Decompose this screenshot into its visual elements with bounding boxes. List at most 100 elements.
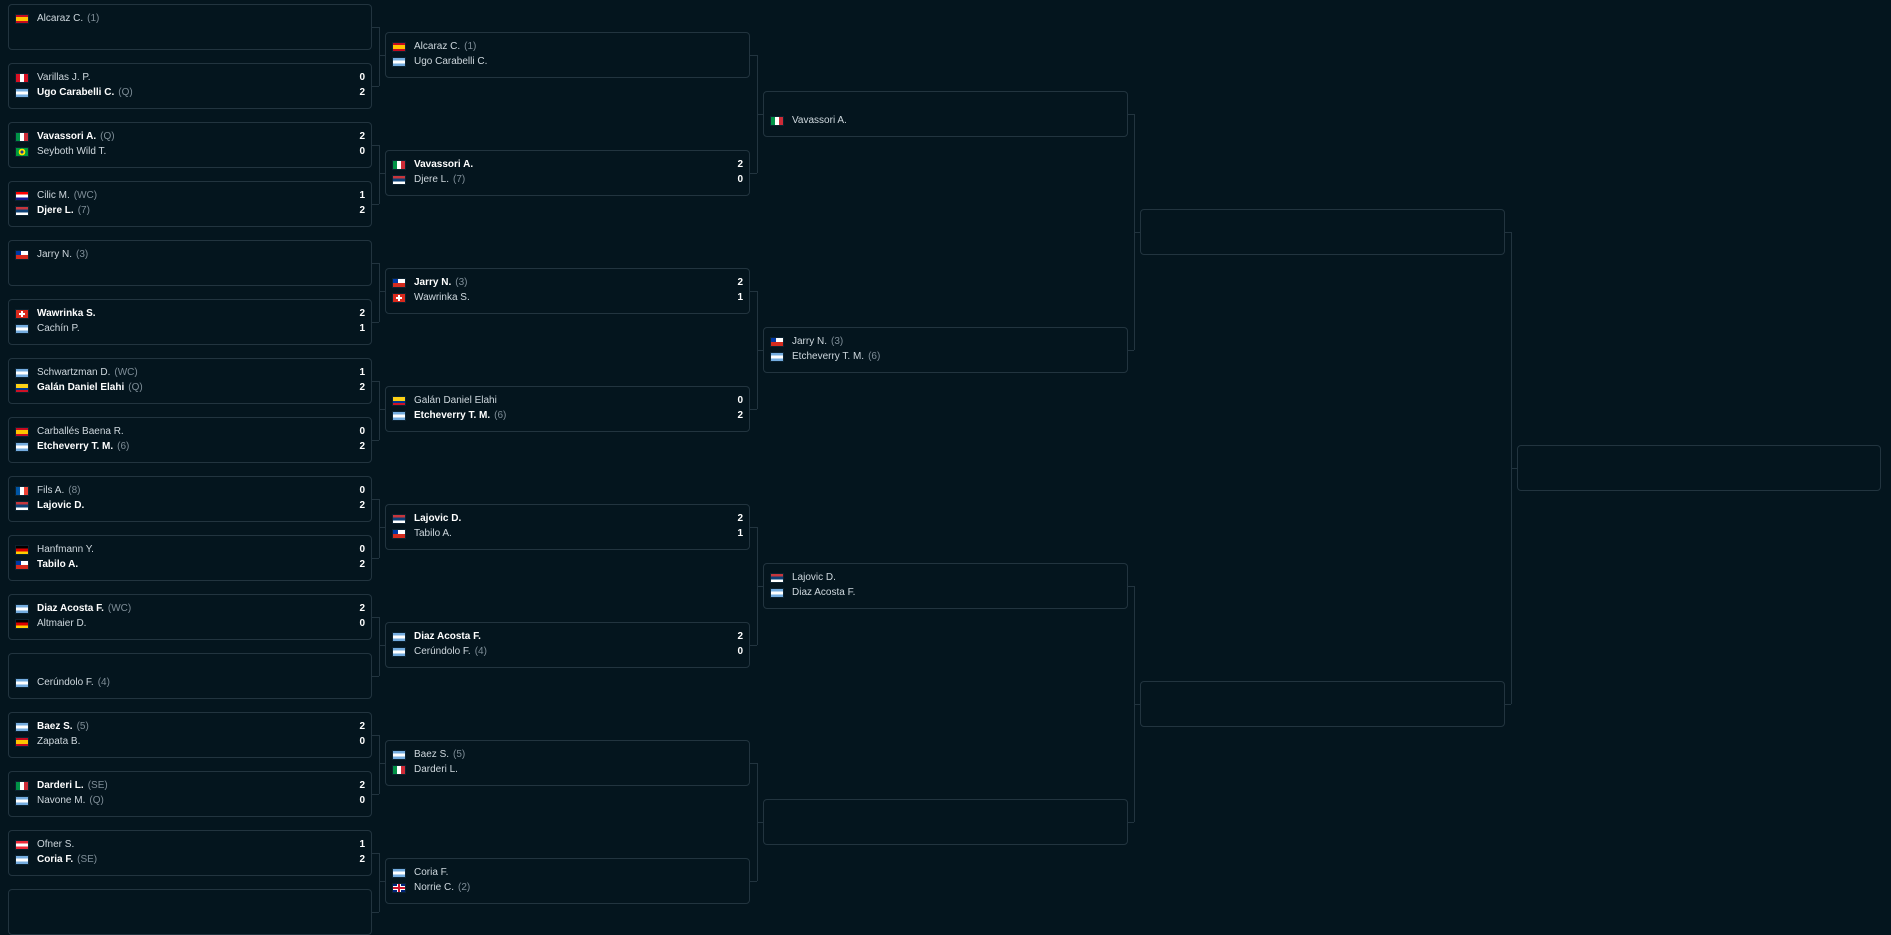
player-row[interactable] — [1141, 688, 1504, 704]
player-name-text: Wawrinka S. — [414, 292, 470, 303]
round-1-match[interactable] — [8, 889, 372, 935]
player-row[interactable] — [1518, 467, 1880, 483]
player-row[interactable]: Coria F. — [386, 865, 749, 881]
player-row[interactable]: Baez S.(5)2 — [9, 719, 371, 735]
quarterfinals-match[interactable] — [763, 799, 1128, 845]
player-row[interactable]: Jarry N.(3)2 — [386, 275, 749, 291]
semifinals-match[interactable] — [1140, 681, 1505, 727]
quarterfinals-match[interactable]: Jarry N.(3)Etcheverry T. M.(6) — [763, 327, 1128, 373]
player-row[interactable] — [1518, 452, 1880, 468]
final-match[interactable] — [1517, 445, 1881, 491]
player-row[interactable]: Lajovic D.2 — [386, 511, 749, 527]
round-1-match[interactable]: Jarry N.(3) — [8, 240, 372, 286]
player-row[interactable]: Vavassori A.(Q)2 — [9, 129, 371, 145]
player-row[interactable]: Djere L.(7)0 — [386, 172, 749, 188]
player-name-text: Navone M. — [37, 795, 86, 806]
player-row[interactable] — [9, 26, 371, 42]
player-row[interactable]: Lajovic D.2 — [9, 498, 371, 514]
player-row[interactable] — [9, 896, 371, 912]
player-row[interactable]: Tabilo A.2 — [9, 557, 371, 573]
player-row[interactable]: Ofner S.1 — [9, 837, 371, 853]
player-row[interactable] — [1141, 216, 1504, 232]
player-row[interactable]: Alcaraz C.(1) — [9, 11, 371, 27]
player-row[interactable] — [9, 262, 371, 278]
player-row[interactable]: Darderi L. — [386, 762, 749, 778]
player-row[interactable] — [764, 98, 1127, 114]
player-row[interactable]: Cachín P.1 — [9, 321, 371, 337]
round-2-match[interactable]: Alcaraz C.(1)Ugo Carabelli C. — [385, 32, 750, 78]
round-1-match[interactable]: Cerúndolo F.(4) — [8, 653, 372, 699]
player-row[interactable] — [9, 660, 371, 676]
player-row[interactable]: Jarry N.(3) — [9, 247, 371, 263]
player-row[interactable] — [764, 806, 1127, 822]
player-row[interactable] — [1141, 231, 1504, 247]
player-row[interactable]: Galán Daniel Elahi(Q)2 — [9, 380, 371, 396]
player-row[interactable]: Norrie C.(2) — [386, 880, 749, 896]
bracket-connector — [372, 853, 379, 854]
player-row[interactable]: Fils A.(8)0 — [9, 483, 371, 499]
player-row[interactable]: Varillas J. P.0 — [9, 70, 371, 86]
player-row[interactable]: Coria F.(SE)2 — [9, 852, 371, 868]
round-1-match[interactable]: Alcaraz C.(1) — [8, 4, 372, 50]
player-name-text: Jarry N. — [414, 277, 452, 288]
player-row[interactable]: Jarry N.(3) — [764, 334, 1127, 350]
player-name: Galán Daniel Elahi(Q) — [37, 382, 143, 394]
player-row[interactable]: Wawrinka S.1 — [386, 290, 749, 306]
player-row[interactable]: Seyboth Wild T.0 — [9, 144, 371, 160]
player-row[interactable]: Schwartzman D.(WC)1 — [9, 365, 371, 381]
player-row[interactable]: Hanfmann Y.0 — [9, 542, 371, 558]
player-row[interactable]: Zapata B.0 — [9, 734, 371, 750]
player-row[interactable]: Diaz Acosta F. — [764, 585, 1127, 601]
quarterfinals-match[interactable]: Vavassori A. — [763, 91, 1128, 137]
player-row[interactable] — [9, 911, 371, 927]
player-row[interactable] — [764, 821, 1127, 837]
italy-flag-icon — [392, 765, 406, 775]
player-row[interactable]: Navone M.(Q)0 — [9, 793, 371, 809]
player-row[interactable]: Altmaier D.0 — [9, 616, 371, 632]
player-row[interactable]: Etcheverry T. M.(6)2 — [9, 439, 371, 455]
player-row[interactable]: Baez S.(5) — [386, 747, 749, 763]
player-row[interactable]: Ugo Carabelli C. — [386, 54, 749, 70]
player-row[interactable]: Cerúndolo F.(4)0 — [386, 644, 749, 660]
player-score: 0 — [359, 426, 365, 437]
player-row[interactable]: Vavassori A. — [764, 113, 1127, 129]
player-row[interactable]: Darderi L.(SE)2 — [9, 778, 371, 794]
player-row[interactable]: Alcaraz C.(1) — [386, 39, 749, 55]
player-row[interactable]: Djere L.(7)2 — [9, 203, 371, 219]
player-row[interactable]: Etcheverry T. M.(6) — [764, 349, 1127, 365]
round-2-match[interactable]: Coria F.Norrie C.(2) — [385, 858, 750, 904]
player-row[interactable]: Carballés Baena R.0 — [9, 424, 371, 440]
player-row[interactable]: Vavassori A.2 — [386, 157, 749, 173]
player-row[interactable]: Cilic M.(WC)1 — [9, 188, 371, 204]
player-row[interactable]: Diaz Acosta F.(WC)2 — [9, 601, 371, 617]
player-row[interactable]: Wawrinka S.2 — [9, 306, 371, 322]
quarterfinals-match[interactable]: Lajovic D.Diaz Acosta F. — [763, 563, 1128, 609]
player-row[interactable]: Diaz Acosta F.2 — [386, 629, 749, 645]
player-row[interactable]: Tabilo A.1 — [386, 526, 749, 542]
player-row[interactable] — [1141, 703, 1504, 719]
player-row[interactable]: Lajovic D. — [764, 570, 1127, 586]
round-2-match[interactable]: Baez S.(5)Darderi L. — [385, 740, 750, 786]
semifinals-match[interactable] — [1140, 209, 1505, 255]
player-row[interactable]: Ugo Carabelli C.(Q)2 — [9, 85, 371, 101]
player-row[interactable]: Cerúndolo F.(4) — [9, 675, 371, 691]
player-row[interactable]: Etcheverry T. M.(6)2 — [386, 408, 749, 424]
